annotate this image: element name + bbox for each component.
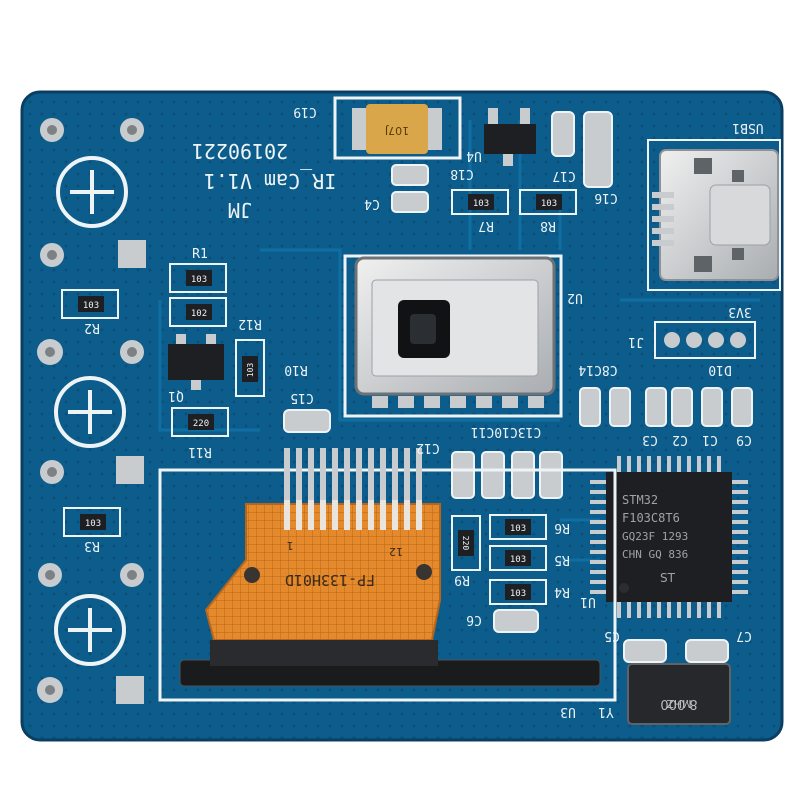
silk-c13c10c11: C13C10C11 xyxy=(471,424,541,439)
silk-c17: C17 xyxy=(552,168,575,183)
silk-r3: R3 xyxy=(84,538,100,553)
r7-code: 103 xyxy=(473,199,489,209)
silk-c3: C3 xyxy=(642,432,658,447)
tantalum-marking: 107J xyxy=(385,124,409,137)
r1-code: 103 xyxy=(191,275,207,285)
silk-r5: R5 xyxy=(554,552,570,567)
silk-c7: C7 xyxy=(736,628,752,643)
st-logo-icon: ST xyxy=(660,571,676,585)
silk-r4: R4 xyxy=(554,584,570,599)
silk-j1: J1 xyxy=(628,334,644,349)
silk-r1: R1 xyxy=(192,247,208,262)
silk-c19: C19 xyxy=(293,104,316,119)
silk-u2: U2 xyxy=(567,290,583,305)
header-j1 xyxy=(654,321,756,359)
micro-usb-connector xyxy=(647,139,781,291)
thermal-sensor-u2 xyxy=(343,254,563,418)
resistors-right: 103 103 103 220 103 xyxy=(63,507,547,605)
r9-code: 220 xyxy=(461,536,470,551)
fpc-pin1: 1 xyxy=(287,539,294,552)
mcu-line-4: CHN GQ 836 xyxy=(622,548,688,561)
silk-u3: U3 xyxy=(560,704,576,719)
silk-c4: C4 xyxy=(364,196,380,211)
crystal-y1: 8.000 MHZ xyxy=(627,663,731,725)
silk-c6: C6 xyxy=(466,612,482,627)
r5-code: 103 xyxy=(510,555,526,565)
silk-r6: R6 xyxy=(554,520,570,535)
silk-c2: C2 xyxy=(672,432,688,447)
silk-3v3: 3V3 xyxy=(728,304,751,319)
silk-c1: C1 xyxy=(702,432,718,447)
button-plus-markings xyxy=(54,156,128,666)
r6-code: 103 xyxy=(510,524,526,534)
silk-u1: U1 xyxy=(580,594,596,609)
silk-c12: C12 xyxy=(416,440,439,455)
smd-capacitors-top xyxy=(391,111,613,213)
crystal-freq: 8.000 xyxy=(660,696,697,711)
silk-title-name: JM xyxy=(228,198,252,222)
mcu-line-1: STM32 xyxy=(622,493,658,507)
silk-r7: R7 xyxy=(478,218,494,233)
silk-r9: R9 xyxy=(454,572,470,587)
mcu-stm32: STM32 F103C8T6 GQ23F 1293 CHN GQ 836 ST xyxy=(590,456,748,618)
silk-usb1: USB1 xyxy=(732,120,763,135)
r8-code: 103 xyxy=(541,199,557,209)
silkscreen-labels: JM IR_Cam V1.1 20190221 C19 U4 C18 C17 U… xyxy=(84,104,763,719)
silk-c18: C18 xyxy=(450,166,473,181)
silk-y1: Y1 xyxy=(598,704,614,719)
silk-c8c14: C8C14 xyxy=(578,362,617,377)
silk-r12: R12 xyxy=(238,316,261,331)
crystal-unit: MHZ xyxy=(666,697,692,710)
mcu-line-2: F103C8T6 xyxy=(622,511,680,525)
silk-q1: Q1 xyxy=(168,388,184,403)
left-components: 103 102 103 103 220 xyxy=(61,263,331,437)
r4-code: 103 xyxy=(510,589,526,599)
silk-c15: C15 xyxy=(290,390,313,405)
r10-code: 103 xyxy=(246,363,255,378)
resistors-r7-r8: 103 103 xyxy=(451,189,577,215)
silk-c5: C5 xyxy=(604,628,620,643)
silk-r10: R10 xyxy=(284,362,307,377)
smd-capacitors-right xyxy=(451,387,753,663)
mounting-holes xyxy=(37,118,146,704)
silk-d10: D10 xyxy=(708,362,731,377)
r11-code: 220 xyxy=(193,419,209,429)
r1b-code: 102 xyxy=(191,309,207,319)
silk-u4: U4 xyxy=(466,148,482,163)
silk-title-project: IR_Cam V1.1 xyxy=(204,169,336,193)
mcu-line-3: GQ23F 1293 xyxy=(622,530,688,543)
r3-code: 103 xyxy=(85,519,101,529)
r2-code: 103 xyxy=(83,301,99,311)
tantalum-capacitor: 107J xyxy=(333,96,462,160)
silk-title-date: 20190221 xyxy=(192,139,288,163)
fpc-flex-cable: FP-133H01D 1 12 xyxy=(204,448,441,666)
fpc-pin12: 12 xyxy=(389,545,403,558)
silk-r11: R11 xyxy=(188,444,211,459)
silk-r8: R8 xyxy=(540,218,556,233)
silk-c16: C16 xyxy=(594,190,617,205)
silk-r2: R2 xyxy=(84,320,100,335)
voltage-regulator-u4 xyxy=(484,108,536,166)
fpc-label: FP-133H01D xyxy=(285,571,375,589)
silk-c9: C9 xyxy=(736,432,752,447)
